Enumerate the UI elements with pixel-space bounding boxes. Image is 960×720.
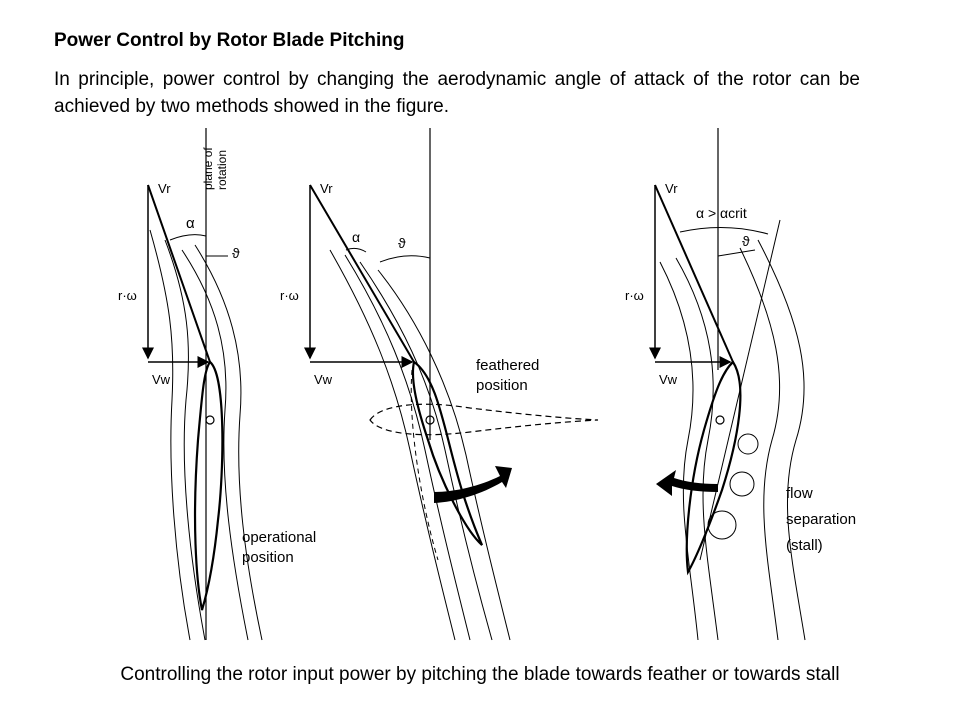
vr-vector (147, 184, 211, 363)
blade-airfoil (193, 360, 224, 611)
figure-caption: Controlling the rotor input power by pit… (120, 664, 840, 685)
page-title: Power Control by Rotor Blade Pitching (54, 30, 405, 51)
vortex-1 (737, 433, 759, 455)
panel-feathered: Vr r·ω Vw α ϑ feathered position (280, 128, 599, 641)
vw-label-3: Vw (659, 372, 678, 387)
vortex-2 (729, 471, 755, 497)
vr-label: Vr (158, 181, 171, 196)
vr-vector-3 (654, 184, 734, 363)
rw-label-2: r·ω (280, 288, 299, 303)
theta-label-2: ϑ (398, 235, 406, 251)
blade-airfoil-3 (685, 360, 742, 576)
pitch-axis-marker (205, 415, 215, 425)
panel-stall: Vr r·ω Vw α > αcrit ϑ flow separation (s… (625, 128, 856, 641)
flow-label-3: (stall) (786, 537, 823, 554)
plane-label-2: rotation (215, 150, 229, 190)
alpha-label-2: α (352, 229, 360, 245)
intro-paragraph: In principle, power control by changing … (54, 69, 860, 117)
pitch-axis-marker-2 (425, 415, 435, 425)
vw-label-2: Vw (314, 372, 333, 387)
flow-label-1: flow (786, 485, 813, 502)
vr-vector-2 (309, 184, 415, 363)
vr-label-3: Vr (665, 181, 678, 196)
panel-operational: plane of rotation Vr r·ω Vw α ϑ operatio… (118, 128, 316, 641)
pitch-axis-marker-3 (715, 415, 725, 425)
alpha-label: α (186, 215, 195, 232)
feather-rotation-arrow (434, 466, 512, 503)
position-label-1: operational (242, 529, 316, 546)
theta-label-3: ϑ (742, 233, 750, 249)
vortex-3 (707, 510, 737, 540)
flow-label-2: separation (786, 511, 856, 528)
rw-label: r·ω (118, 288, 137, 303)
position-label-2: position (242, 549, 294, 566)
blade-airfoil-2 (411, 360, 484, 546)
vr-label-2: Vr (320, 181, 333, 196)
position-label-4: position (476, 377, 528, 394)
feathered-blade (369, 403, 599, 436)
plane-label-1: plane of (201, 147, 215, 190)
rw-label-3: r·ω (625, 288, 644, 303)
alpha-crit-label: α > αcrit (696, 205, 747, 221)
theta-label: ϑ (232, 245, 240, 261)
position-label-3: feathered (476, 357, 539, 374)
vw-label: Vw (152, 372, 171, 387)
stall-rotation-arrow (656, 470, 718, 496)
